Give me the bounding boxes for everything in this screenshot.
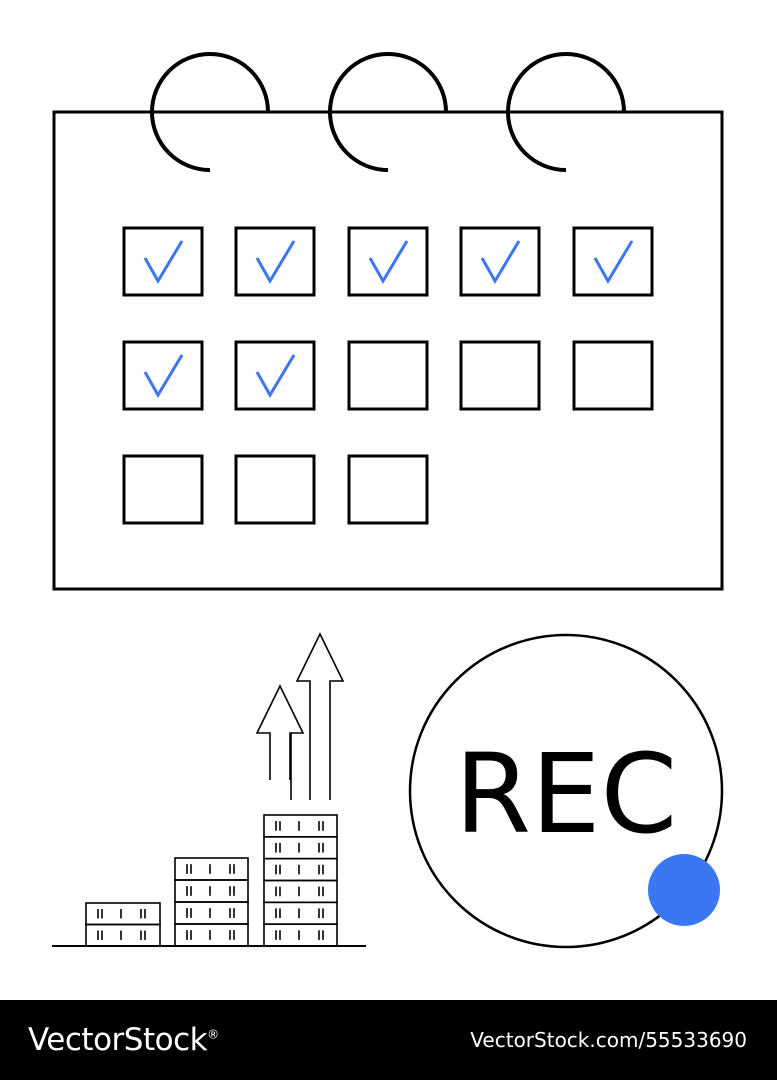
day-cell [234, 226, 316, 297]
rec-label: REC [455, 730, 678, 858]
day-cell [234, 340, 316, 411]
day-cell [234, 454, 316, 525]
day-cell [572, 226, 654, 297]
checkmark-icon [480, 240, 521, 284]
image-id: VectorStock.com/55533690 [470, 1028, 747, 1052]
up-arrow-icon [295, 632, 345, 800]
day-cell [459, 226, 541, 297]
rec-circle [408, 633, 724, 949]
day-cell [459, 340, 541, 411]
day-cell [347, 340, 429, 411]
brand-mark: ® [207, 1027, 219, 1042]
checkmark-icon [368, 240, 409, 284]
record-dot-icon [648, 854, 720, 926]
brand-name: VectorStock [28, 1022, 208, 1058]
record-badge: REC [408, 633, 724, 949]
day-cell [347, 454, 429, 525]
day-cell [122, 226, 204, 297]
growth-bar [85, 902, 161, 947]
binding-ring [506, 52, 626, 172]
binding-ring [328, 52, 448, 172]
growth-chart-icon [52, 632, 366, 947]
calendar [52, 52, 724, 591]
illustration: REC [52, 52, 724, 949]
brand-logo: VectorStock® [28, 1022, 219, 1058]
day-cell [347, 226, 429, 297]
growth-bar [174, 857, 249, 947]
growth-bar [263, 814, 338, 947]
binding-ring [150, 52, 270, 172]
day-cell [122, 454, 204, 525]
checkmark-icon [255, 240, 296, 284]
calendar-frame [52, 110, 724, 591]
checkmark-icon [143, 240, 184, 284]
watermark-footer: VectorStock® VectorStock.com/55533690 [0, 1000, 777, 1080]
day-cell [122, 340, 204, 411]
checkmark-icon [255, 354, 296, 398]
calendar-rings [150, 52, 626, 172]
up-arrow-icon [255, 684, 305, 780]
checkmark-icon [593, 240, 634, 284]
day-cell [572, 340, 654, 411]
checkmark-icon [143, 354, 184, 398]
calendar-grid [122, 226, 654, 525]
